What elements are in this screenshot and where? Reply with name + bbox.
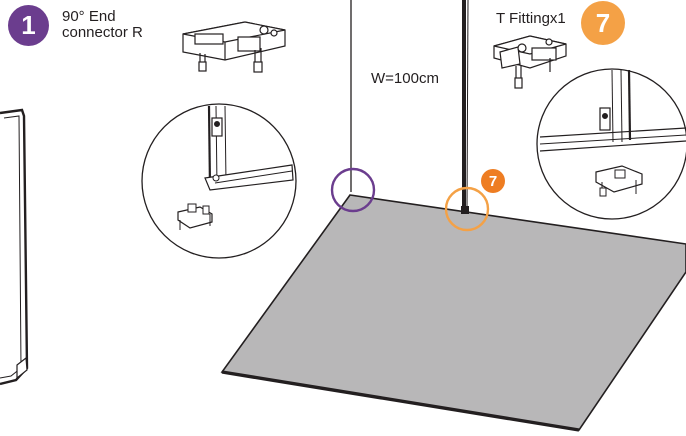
fitting-location-marker: 7 (481, 169, 505, 193)
right-zoom-detail (536, 68, 686, 220)
t-fitting-part-icon (493, 35, 567, 89)
step-title-line1: 90° End (62, 8, 116, 25)
width-dimension-label: W=100cm (371, 70, 439, 87)
step-number-badge: 1 (8, 5, 49, 46)
floor-edge-thick (221, 370, 580, 432)
step-title: 90° End connector R (62, 9, 143, 41)
vertical-pole (461, 0, 469, 214)
left-frame-panel (0, 108, 29, 386)
fitting-label: T Fittingx1 (496, 11, 566, 27)
step-title-line2: connector R (62, 24, 143, 41)
left-zoom-detail (141, 103, 297, 259)
fitting-number-badge: 7 (581, 1, 625, 45)
connector-part-icon (182, 21, 286, 73)
floor-panel (220, 194, 686, 431)
orange-highlight-circle (444, 186, 490, 232)
purple-highlight-circle (330, 167, 376, 213)
fitting-quantity: x1 (549, 10, 566, 27)
fitting-name: T Fitting (496, 10, 550, 27)
